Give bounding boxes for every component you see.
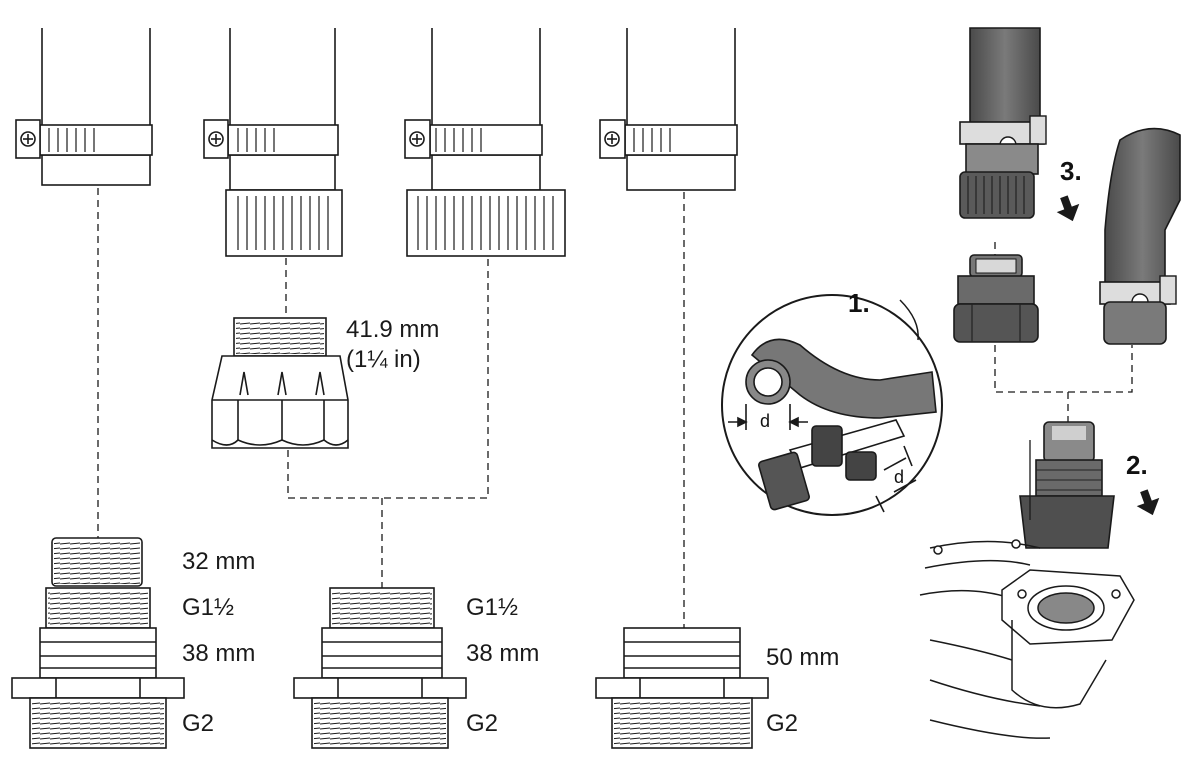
hose-pipe-1 (41, 28, 151, 186)
drain-hose-top (959, 27, 1047, 219)
union-nut-3 (406, 189, 566, 257)
label-d-left: d (760, 411, 771, 431)
label-d-right: d (894, 467, 905, 487)
sink-basin (919, 539, 1135, 739)
union-nut-2 (225, 189, 343, 257)
step-3-label: 3. (1060, 156, 1082, 186)
drain-hose-side (1099, 127, 1181, 345)
reducer-adapter (211, 317, 349, 449)
hose-pipe-2 (229, 28, 336, 191)
step-1-label: 1. (848, 288, 870, 318)
tailpiece-fitting-2 (293, 587, 467, 749)
label-adapter-in: (1¼ in) (346, 346, 421, 373)
step-2-arrow (1136, 489, 1160, 516)
label-g1-5-col1: G1½ (182, 594, 235, 621)
hose-clamp-2 (203, 119, 339, 159)
label-adapter-mm: 41.9 mm (346, 316, 440, 343)
label-g2-col3: G2 (766, 710, 799, 737)
hose-pipe-3 (431, 28, 541, 191)
label-38mm-col1: 38 mm (182, 640, 256, 667)
step-2-label: 2. (1126, 450, 1148, 480)
hose-clamp-1 (15, 119, 153, 159)
label-50mm: 50 mm (766, 644, 840, 671)
drain-spout (1019, 421, 1115, 549)
detail-circle (721, 294, 943, 516)
label-38mm-col2: 38 mm (466, 640, 540, 667)
coupling-nut (953, 254, 1039, 343)
label-g2-col2: G2 (466, 710, 499, 737)
hose-clamp-3 (404, 119, 543, 159)
label-g1-5-col2: G1½ (466, 594, 519, 621)
step-3-arrow (1056, 195, 1080, 222)
hose-clamp-4 (599, 119, 738, 159)
hose-pipe-4 (626, 28, 736, 191)
tailpiece-fitting-1 (11, 537, 185, 749)
label-32mm: 32 mm (182, 548, 256, 575)
tailpiece-fitting-3 (595, 627, 769, 749)
label-g2-col1: G2 (182, 710, 215, 737)
step-1-leader (899, 299, 919, 341)
